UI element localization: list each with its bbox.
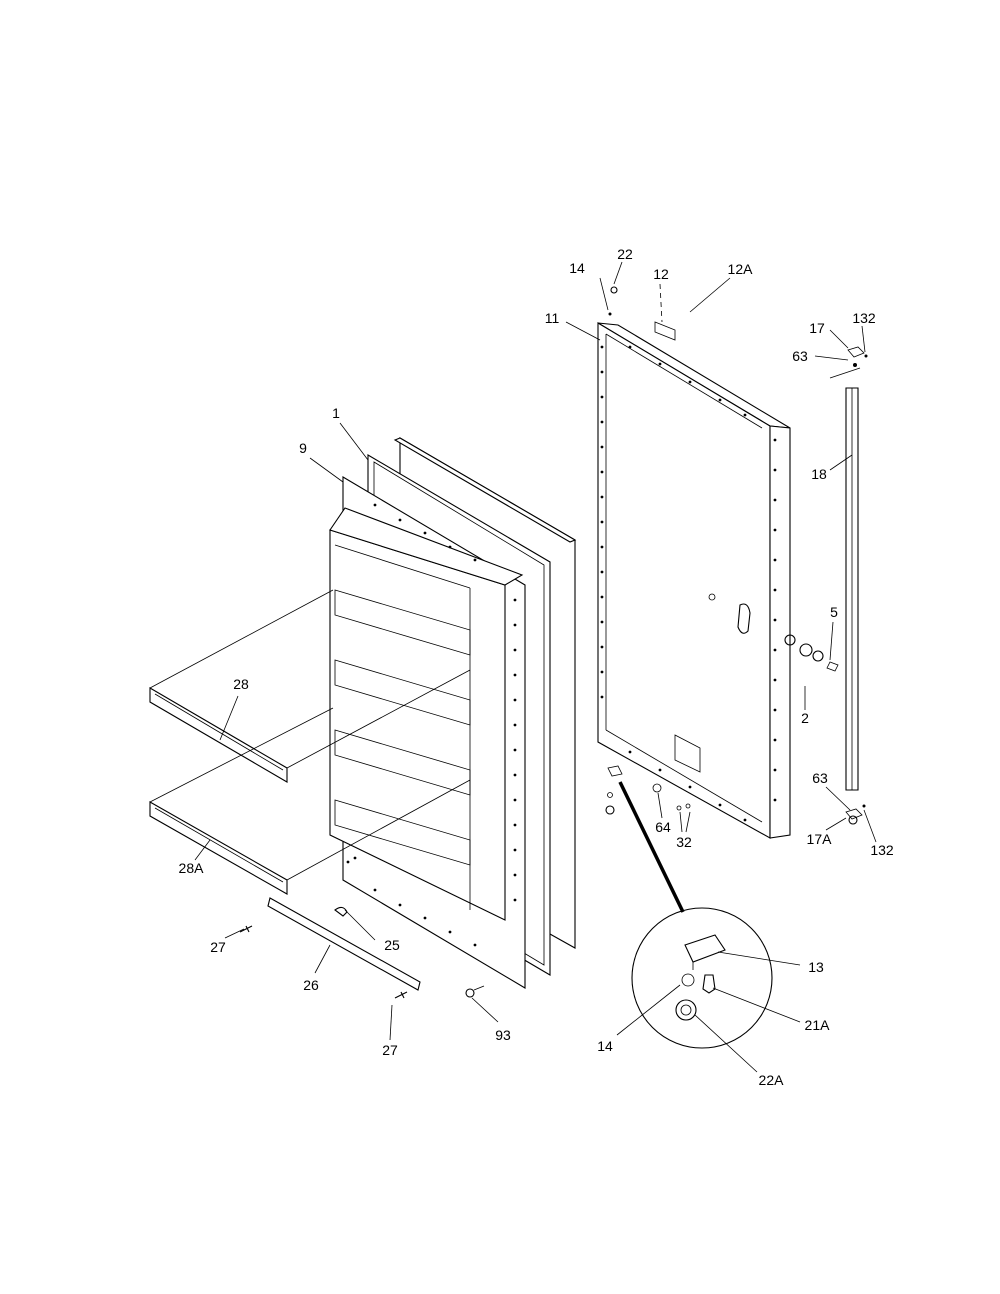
callout-label: 17 [809,320,825,336]
callout-label: 22A [759,1072,785,1088]
callout-label: 21A [805,1017,831,1033]
detail-circle [618,781,773,1049]
door-outer-panel [597,321,839,839]
leader-lines [194,261,877,1073]
callout-label: 2 [801,710,809,726]
callout-label: 12A [728,261,754,277]
callout-label: 93 [495,1027,511,1043]
callout-labels: 22 14 12 12A 11 17 132 63 1 9 18 5 28 2 … [179,246,894,1088]
door-liner-assembly [329,437,577,989]
callout-label: 9 [299,440,307,456]
door-strip [845,387,859,791]
callout-label: 64 [655,819,671,835]
callout-label: 25 [384,937,400,953]
callout-label: 14 [569,260,585,276]
callout-label: 27 [210,939,226,955]
callout-label: 13 [808,959,824,975]
hardware [239,286,868,999]
callout-label: 26 [303,977,319,993]
callout-label: 17A [807,831,833,847]
callout-label: 1 [332,405,340,421]
callout-label: 32 [676,834,692,850]
callout-label: 63 [792,348,808,364]
callout-label: 132 [870,842,894,858]
callout-label: 5 [830,604,838,620]
callout-label: 63 [812,770,828,786]
callout-label: 14 [597,1038,613,1054]
callout-label: 11 [545,310,560,326]
callout-label: 132 [852,310,876,326]
callout-label: 28 [233,676,249,692]
callout-label: 27 [382,1042,398,1058]
callout-label: 28A [179,860,205,876]
door-shelves [149,589,471,991]
callout-label: 18 [811,466,827,482]
callout-label: 22 [617,246,633,262]
callout-label: 12 [653,266,669,282]
